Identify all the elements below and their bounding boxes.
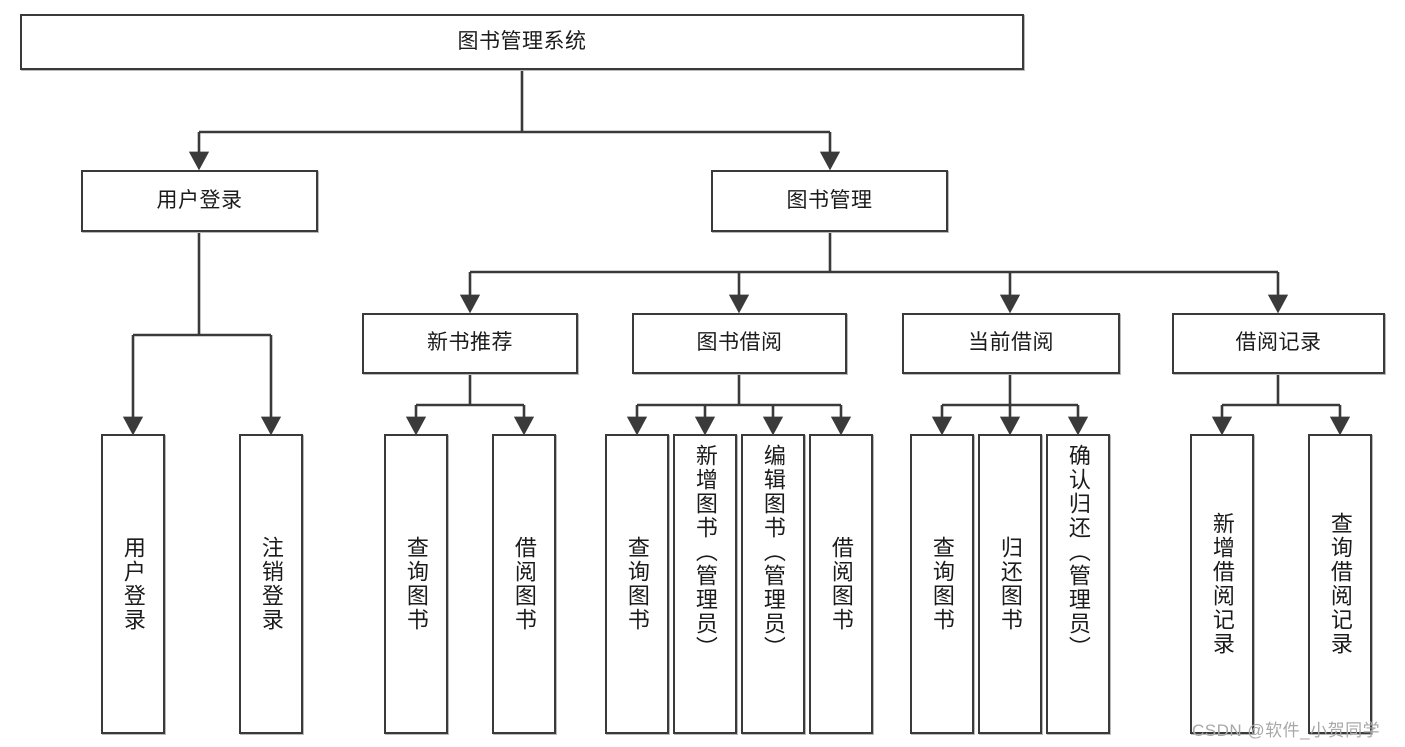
leaf-query-borrow-record[interactable]: 查询借阅记录 <box>1308 434 1372 734</box>
leaf-query-book-new[interactable]: 查询图书 <box>384 434 448 734</box>
leaf-add-book-admin[interactable]: 新增图书（管理员） <box>673 434 737 734</box>
node-root-system[interactable]: 图书管理系统 <box>20 14 1024 70</box>
leaf-confirm-return-admin[interactable]: 确认归还（管理员） <box>1046 434 1110 734</box>
node-label: 图书管理 <box>786 188 873 212</box>
leaf-borrow-book-new[interactable]: 借阅图书 <box>492 434 556 734</box>
leaf-query-book-current[interactable]: 查询图书 <box>910 434 974 734</box>
leaf-logout-login[interactable]: 注销登录 <box>239 434 303 734</box>
leaf-query-book-borrow[interactable]: 查询图书 <box>605 434 669 734</box>
node-label: 查询图书 <box>624 536 650 632</box>
node-user-login[interactable]: 用户登录 <box>81 170 318 232</box>
node-label: 借阅图书 <box>511 536 537 632</box>
node-label: 新增借阅记录 <box>1209 512 1235 656</box>
leaf-return-book[interactable]: 归还图书 <box>978 434 1042 734</box>
node-book-management[interactable]: 图书管理 <box>711 170 948 232</box>
leaf-user-login[interactable]: 用户登录 <box>101 434 165 734</box>
node-label: 图书管理系统 <box>457 29 587 53</box>
node-label: 借阅图书 <box>828 536 854 632</box>
node-label: 编辑图书（管理员） <box>760 444 786 660</box>
node-label: 查询图书 <box>929 536 955 632</box>
node-label: 用户登录 <box>120 536 146 632</box>
node-label: 用户登录 <box>156 188 243 212</box>
node-book-borrow[interactable]: 图书借阅 <box>632 313 847 374</box>
node-label: 当前借阅 <box>968 331 1054 355</box>
node-label: 确认归还（管理员） <box>1065 444 1091 660</box>
node-label: 注销登录 <box>258 536 284 632</box>
node-label: 新书推荐 <box>427 331 513 355</box>
node-current-borrow[interactable]: 当前借阅 <box>902 313 1120 374</box>
leaf-edit-book-admin[interactable]: 编辑图书（管理员） <box>741 434 805 734</box>
node-borrow-record[interactable]: 借阅记录 <box>1172 313 1385 374</box>
node-label: 查询图书 <box>403 536 429 632</box>
leaf-add-borrow-record[interactable]: 新增借阅记录 <box>1190 434 1254 734</box>
node-label: 借阅记录 <box>1235 331 1322 355</box>
node-label: 归还图书 <box>997 536 1023 632</box>
node-new-book-recommend[interactable]: 新书推荐 <box>362 313 578 374</box>
node-label: 查询借阅记录 <box>1327 512 1353 656</box>
node-label: 图书借阅 <box>696 331 783 355</box>
leaf-borrow-book[interactable]: 借阅图书 <box>809 434 873 734</box>
node-label: 新增图书（管理员） <box>692 444 718 660</box>
csdn-watermark: CSDN @软件_小贺同学 <box>1192 721 1381 740</box>
